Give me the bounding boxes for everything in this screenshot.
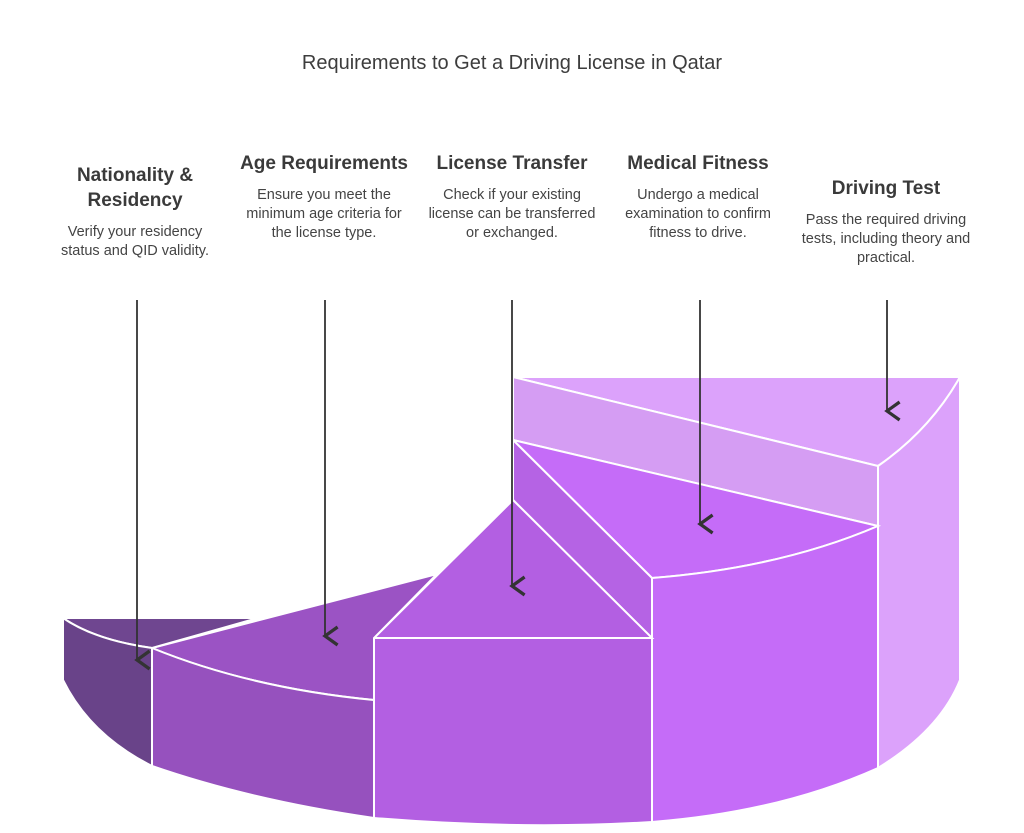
segment-driving-test-side: [877, 373, 961, 770]
step-heading: Nationality & Residency: [76, 165, 194, 211]
diagram-title: Requirements to Get a Driving License in…: [301, 52, 723, 74]
step-description: Check if your existing license can be tr…: [428, 187, 596, 241]
segment-age-requirements: [148, 572, 441, 820]
step-medical-fitness: Medical Fitness Undergo a medical examin…: [613, 151, 783, 243]
step-description: Ensure you meet the minimum age criteria…: [246, 187, 402, 241]
segment-nationality-residency-side: [62, 616, 153, 768]
segment-license-transfer: [371, 498, 655, 827]
step-description: Undergo a medical examination to confirm…: [625, 187, 771, 241]
step-description: Verify your residency status and QID val…: [60, 224, 210, 259]
step-heading: Age Requirements: [240, 153, 408, 174]
segment-nationality-residency: [59, 616, 259, 768]
segment-license-transfer-side: [373, 637, 653, 827]
segment-medical-fitness-side: [651, 524, 879, 824]
step-license-transfer: License Transfer Check if your existing …: [427, 151, 597, 243]
segment-age-requirements-side: [151, 646, 375, 820]
step-age-requirements: Age Requirements Ensure you meet the min…: [239, 151, 409, 243]
segment-medical-fitness: [509, 437, 882, 824]
step-description: Pass the required driving tests, includi…: [801, 212, 971, 266]
step-heading: Medical Fitness: [627, 153, 769, 174]
step-nationality-residency: Nationality & Residency Verify your resi…: [50, 163, 220, 261]
step-heading: Driving Test: [831, 178, 941, 199]
step-driving-test: Driving Test Pass the required driving t…: [801, 176, 971, 268]
step-heading: License Transfer: [436, 153, 588, 174]
